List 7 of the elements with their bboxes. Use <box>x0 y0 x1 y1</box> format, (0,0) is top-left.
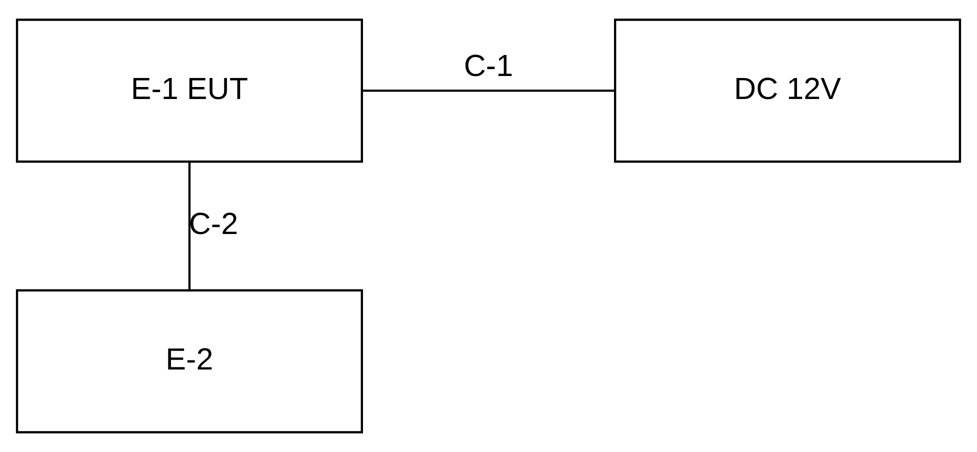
node-box: E-2 <box>16 289 363 434</box>
connector <box>188 162 191 290</box>
edge-label: C-1 <box>464 48 514 83</box>
edge-label: C-2 <box>188 207 238 242</box>
node-box: DC 12V <box>614 18 962 163</box>
node-box: E-1 EUT <box>16 18 363 163</box>
connector <box>362 90 615 92</box>
